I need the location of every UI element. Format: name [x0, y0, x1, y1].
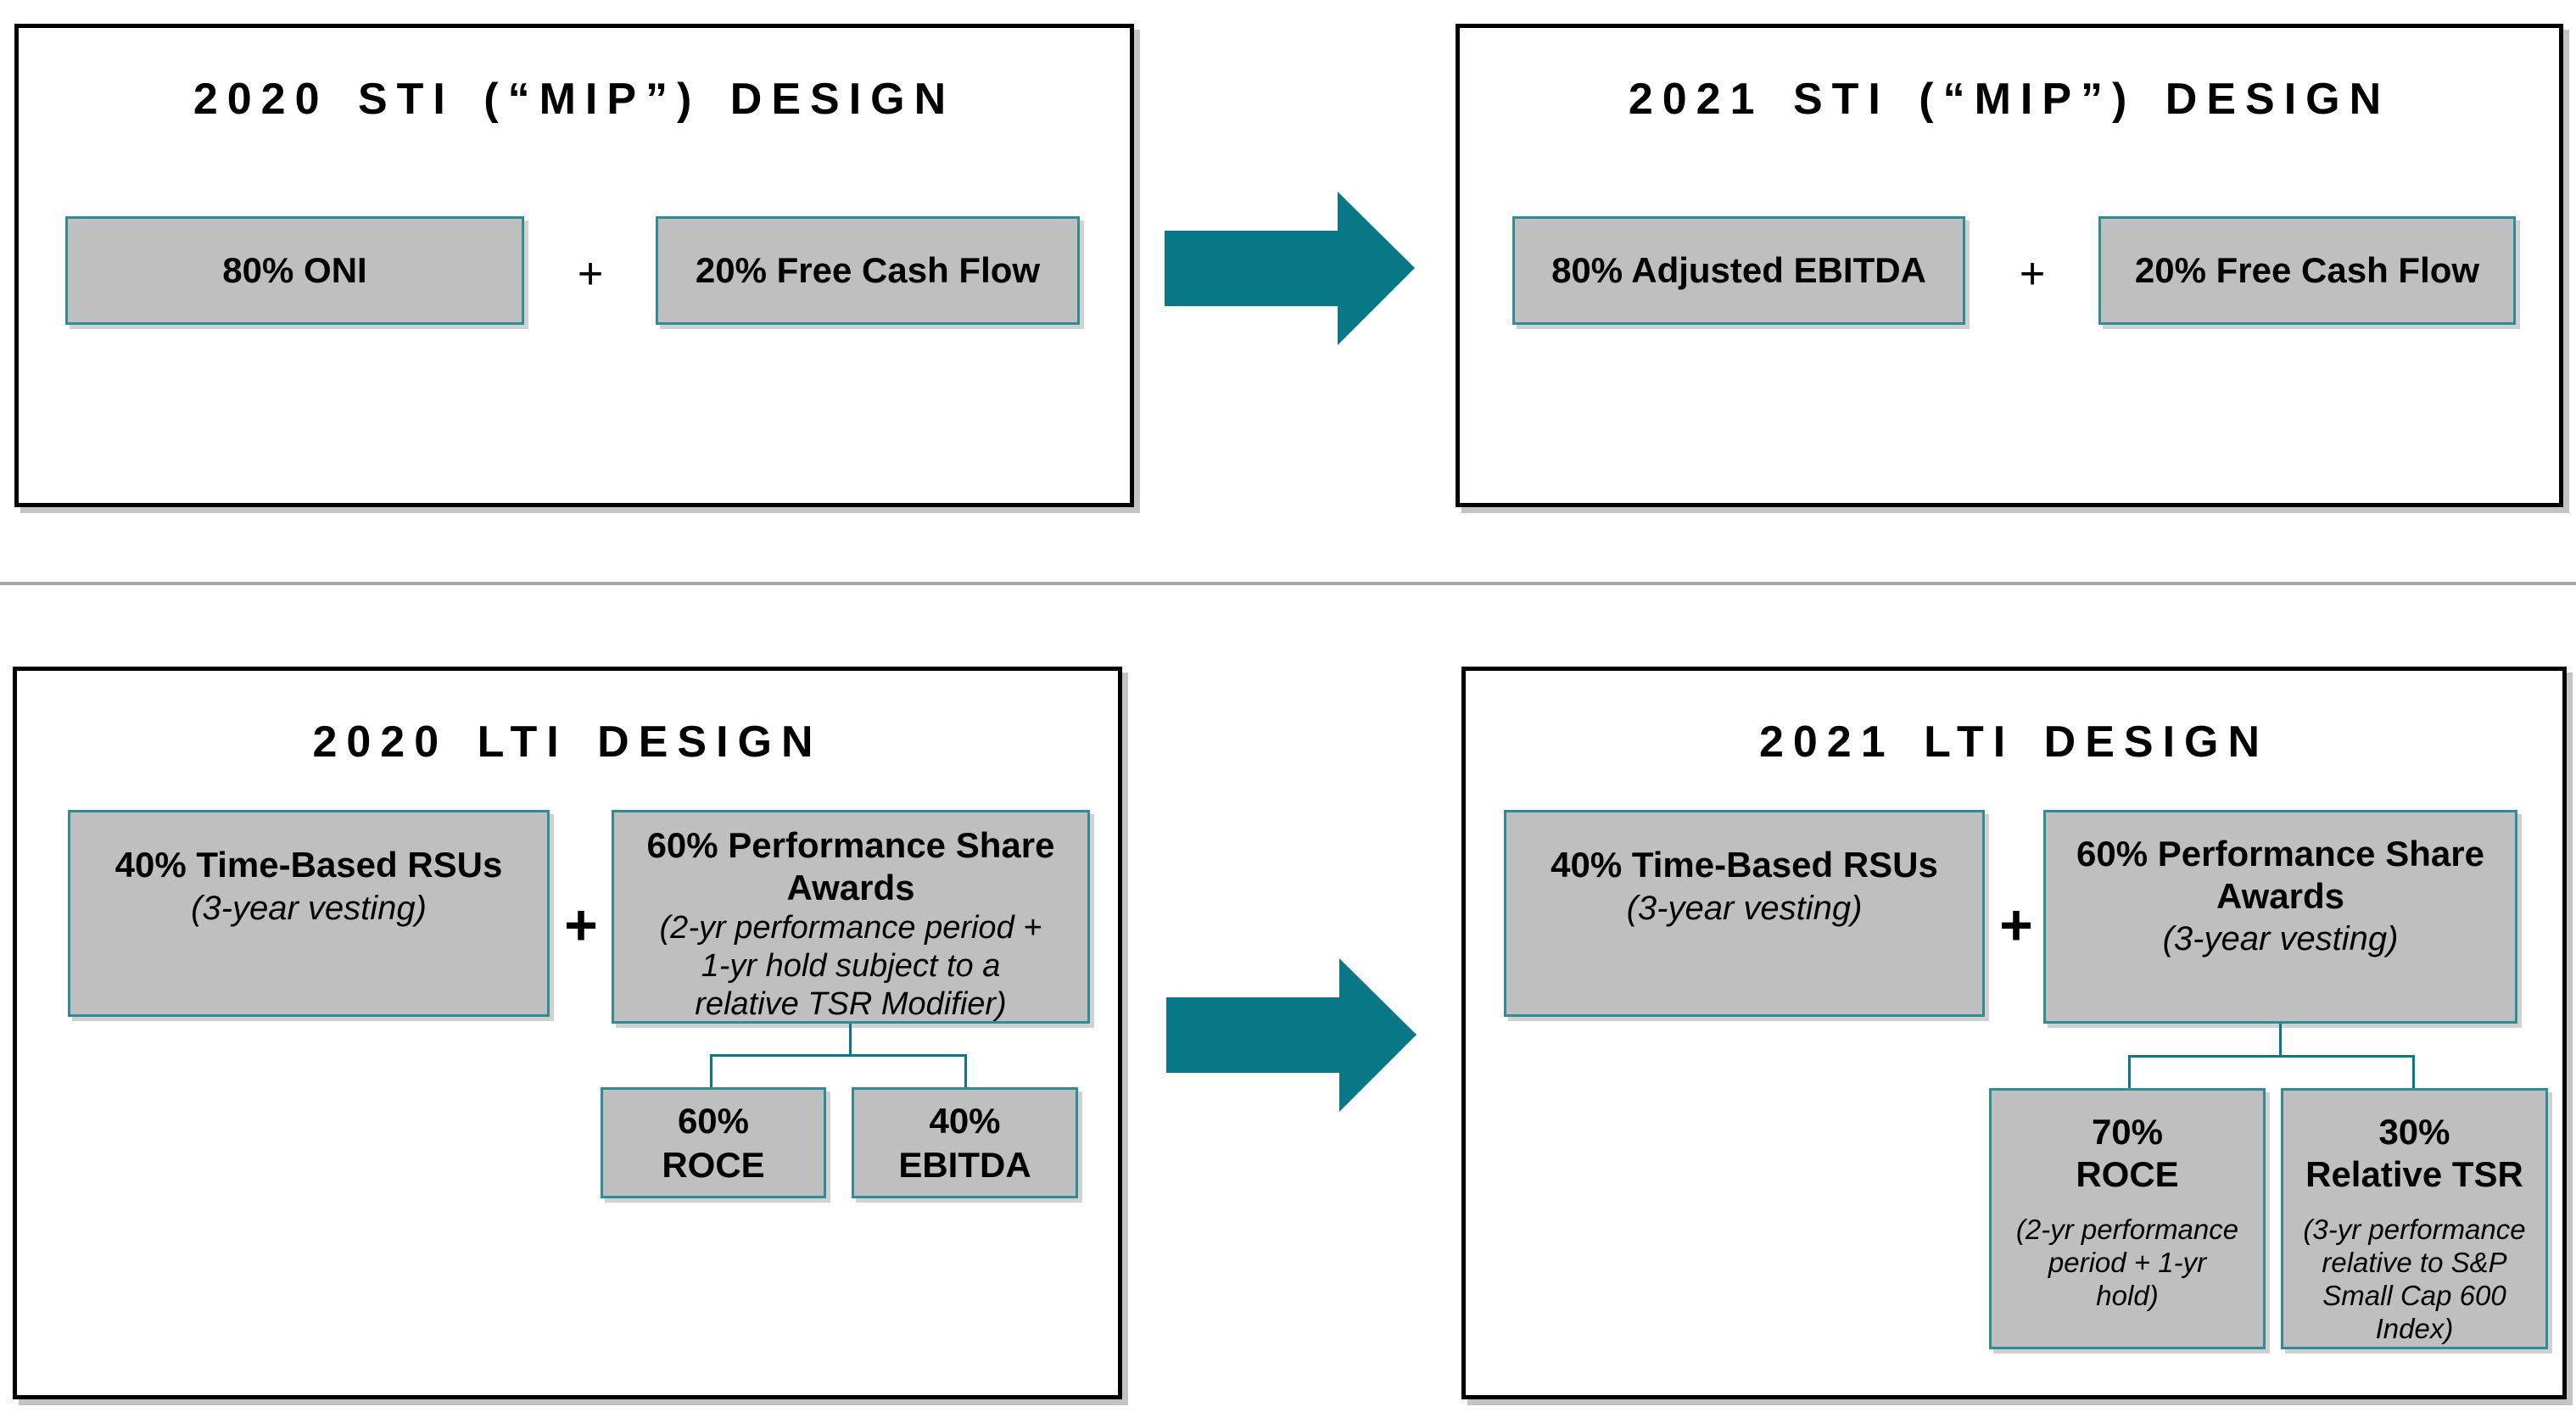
- metric-box-label: 20% Free Cash Flow: [695, 250, 1041, 290]
- metric-box-label: 70% ROCE: [2076, 1112, 2179, 1194]
- panel-title-2021-lti: 2021 LTI DESIGN: [1758, 717, 2270, 767]
- plus-sign: +: [564, 893, 598, 957]
- connector-line: [710, 1054, 712, 1088]
- connector-line: [849, 1024, 852, 1054]
- connector-line: [710, 1054, 967, 1057]
- plus-sign: +: [1999, 893, 2033, 957]
- panel-title-2021-sti: 2021 STI (“MIP”) DESIGN: [1628, 75, 2391, 124]
- connector-line: [964, 1054, 967, 1088]
- metric-box-sublabel: (3-year vesting): [1626, 890, 1863, 927]
- panel-title-2020-lti: 2020 LTI DESIGN: [312, 717, 823, 767]
- plus-sign: +: [2019, 249, 2046, 299]
- metric-box-label: 60% Performance Share Awards: [2076, 834, 2484, 916]
- right-arrow-icon: [1166, 958, 1417, 1112]
- section-divider: [0, 582, 2576, 585]
- metric-box-psa-2021: 60% Performance Share Awards (3-year ves…: [2043, 810, 2517, 1024]
- metric-box-roce-2021: 70% ROCE (2-yr performance period + 1-yr…: [1989, 1088, 2266, 1349]
- connector-line: [2412, 1055, 2415, 1088]
- connector-line: [2279, 1024, 2282, 1055]
- panel-2020-lti: 2020 LTI DESIGN 40% Time-Based RSUs (3-y…: [13, 667, 1122, 1399]
- panel-title-2020-sti: 2020 STI (“MIP”) DESIGN: [193, 75, 956, 124]
- metric-box-sublabel: (3-year vesting): [191, 890, 427, 927]
- metric-box-sublabel: (3-yr performance relative to S&P Small …: [2303, 1214, 2526, 1344]
- metric-box-rsu-2021: 40% Time-Based RSUs (3-year vesting): [1504, 810, 1985, 1017]
- metric-box-roce-2020: 60% ROCE: [601, 1087, 826, 1198]
- metric-box-relative-tsr-2021: 30% Relative TSR (3-yr performance relat…: [2281, 1088, 2548, 1349]
- metric-box-label: 60% Performance Share Awards: [646, 825, 1055, 907]
- metric-box-label: 80% Adjusted EBITDA: [1551, 250, 1926, 290]
- metric-box-psa-2020: 60% Performance Share Awards (2-yr perfo…: [612, 810, 1090, 1024]
- panel-2021-lti: 2021 LTI DESIGN 40% Time-Based RSUs (3-y…: [1461, 667, 2567, 1399]
- metric-box-label: 80% ONI: [222, 250, 367, 290]
- metric-box-oni: 80% ONI: [65, 216, 524, 325]
- metric-box-label: 20% Free Cash Flow: [2134, 250, 2480, 290]
- metric-box-ebitda-2020: 40% EBITDA: [852, 1087, 1078, 1198]
- metric-box-fcf-2021: 20% Free Cash Flow: [2098, 216, 2516, 325]
- metric-box-label: 60% ROCE: [662, 1100, 765, 1185]
- connector-line: [2128, 1055, 2415, 1058]
- metric-box-adj-ebitda: 80% Adjusted EBITDA: [1512, 216, 1965, 325]
- panel-2021-sti: 2021 STI (“MIP”) DESIGN 80% Adjusted EBI…: [1456, 24, 2563, 507]
- metric-box-label: 40% Time-Based RSUs: [115, 845, 503, 885]
- metric-box-label: 40% EBITDA: [898, 1100, 1031, 1185]
- metric-box-rsu-2020: 40% Time-Based RSUs (3-year vesting): [68, 810, 550, 1017]
- metric-box-fcf-2020: 20% Free Cash Flow: [656, 216, 1080, 325]
- metric-box-sublabel: (2-yr performance period + 1-yr hold sub…: [659, 910, 1042, 1022]
- metric-box-sublabel: (3-year vesting): [2162, 920, 2399, 957]
- metric-box-sublabel: (2-yr performance period + 1-yr hold): [2015, 1214, 2239, 1311]
- panel-2020-sti: 2020 STI (“MIP”) DESIGN 80% ONI + 20% Fr…: [14, 24, 1134, 507]
- right-arrow-icon: [1165, 192, 1415, 345]
- connector-line: [2128, 1055, 2131, 1088]
- metric-box-label: 40% Time-Based RSUs: [1551, 845, 1938, 885]
- plus-sign: +: [577, 249, 604, 299]
- metric-box-label: 30% Relative TSR: [2305, 1112, 2523, 1194]
